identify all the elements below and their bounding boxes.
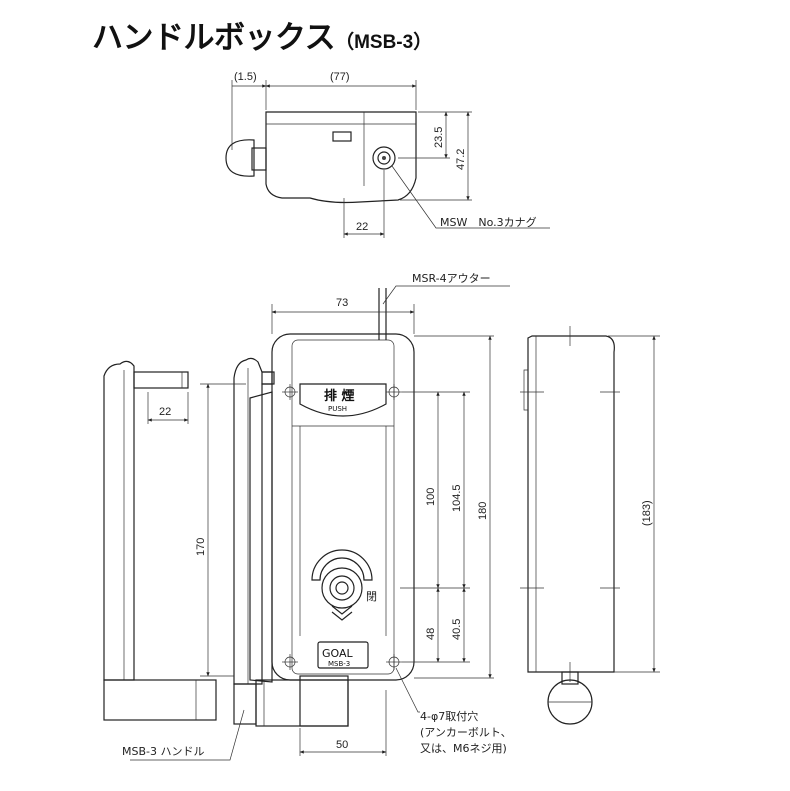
logo-main: GOAL [322, 647, 354, 660]
dim-front-40-5: 40.5 [451, 619, 463, 640]
title-main: ハンドルボックス [92, 20, 336, 56]
top-cylinder [372, 146, 396, 170]
dim-top-47-2: 47.2 [455, 149, 467, 170]
top-view: (1.5) (77) 23.5 47.2 22 MSW No.3カナグ [225, 71, 550, 238]
front-handle-grip [299, 675, 349, 727]
dim-top-width: (77) [330, 71, 350, 83]
callout-outer: MSR-4アウター [412, 272, 491, 285]
page-title: ハンドルボックス（MSB-3） [92, 12, 432, 57]
mount-hole-line1: 4-φ7取付穴 [420, 709, 478, 723]
plate-label-main: 排 煙 [324, 388, 355, 404]
dim-top-offset: (1.5) [234, 71, 257, 83]
dim-front-50: 50 [336, 739, 348, 751]
top-dimensions: (1.5) (77) 23.5 47.2 22 [232, 71, 470, 236]
dim-handle-22: 22 [159, 406, 171, 418]
dim-front-73: 73 [336, 297, 348, 309]
dim-right-183: (183) [641, 500, 653, 526]
key-cylinder[interactable]: 閉 [311, 549, 377, 621]
logo-plate: GOAL MSB-3 [317, 641, 369, 669]
mount-holes [282, 384, 402, 670]
title-model: （MSB-3） [335, 32, 433, 53]
side-handle-grip [255, 679, 349, 727]
msr-outer: MSR-4アウター [378, 272, 510, 340]
dim-front-104-5: 104.5 [451, 484, 463, 512]
dim-front-48: 48 [425, 628, 437, 640]
dim-front-180: 180 [477, 502, 489, 520]
top-knob [225, 139, 267, 177]
front-body [271, 333, 415, 681]
plate-label-sub: PUSH [328, 405, 347, 413]
right-view: (183) [520, 326, 660, 725]
callout-handle: MSB-3 ハンドル [122, 745, 204, 758]
dim-top-23-5: 23.5 [433, 127, 445, 148]
front-view: 排 煙 PUSH MSR-4アウター [271, 272, 512, 756]
side-view: 170 MSB-3 ハンドル [122, 357, 349, 761]
right-knob [547, 671, 593, 725]
dim-top-22: 22 [356, 221, 368, 233]
push-plate[interactable]: 排 煙 PUSH [299, 383, 387, 417]
top-window [332, 131, 352, 142]
mount-hole-line3: 又は、M6ネジ用) [420, 742, 507, 755]
front-dimensions: 100 104.5 180 48 40.5 [425, 335, 492, 679]
dim-front-100: 100 [425, 488, 437, 506]
close-label: 閉 [366, 590, 377, 603]
callout-cylinder: MSW No.3カナグ [440, 215, 537, 229]
dim-side-170: 170 [195, 538, 207, 556]
logo-sub: MSB-3 [328, 660, 350, 668]
handle-view: 22 [103, 360, 217, 721]
mount-hole-line2: (アンカーボルト、 [420, 726, 512, 739]
